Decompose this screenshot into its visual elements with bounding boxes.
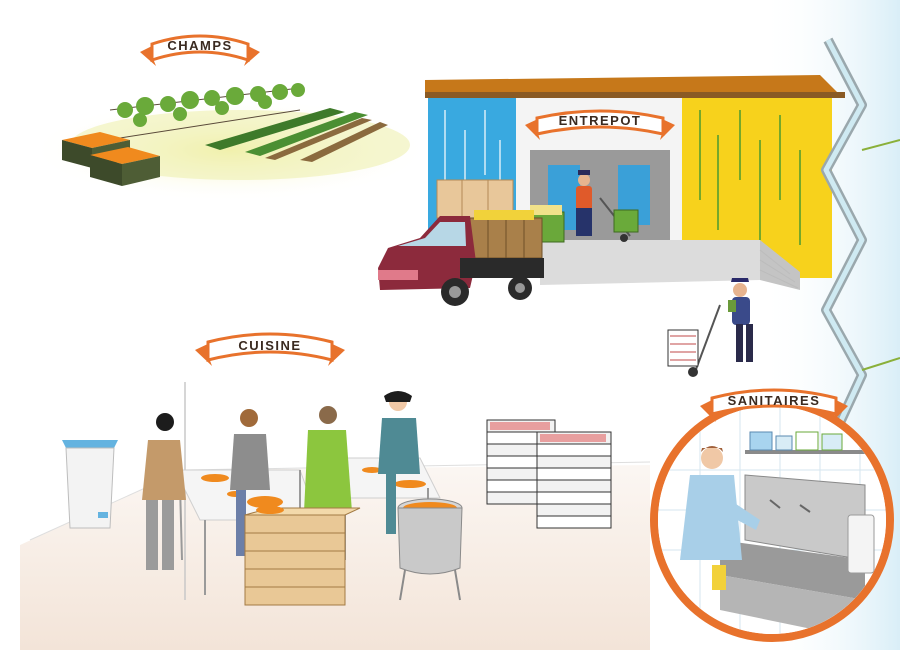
sanitaires-banner: SANITAIRES: [700, 388, 848, 422]
trash-bin-icon: [62, 440, 118, 529]
zigzag-divider: [821, 37, 900, 443]
cook-brown-coat: [142, 413, 186, 570]
cooking-pot-icon: [397, 498, 463, 601]
sanitaires-label: SANITAIRES: [728, 393, 821, 408]
champs-banner: CHAMPS: [140, 34, 260, 66]
carrot-crate-icon: [244, 506, 361, 606]
cuisine-banner: CUISINE: [195, 332, 345, 366]
cook-grey-sweater: [230, 409, 270, 556]
entrepot-label: ENTREPOT: [559, 113, 642, 128]
washroom-section: [650, 398, 894, 642]
box-stacks: [486, 419, 612, 529]
person-washing-hands: [680, 446, 760, 590]
warehouse-section: [425, 75, 845, 290]
delivery-worker: [667, 278, 753, 377]
soap-dispenser-icon: [847, 514, 875, 574]
champs-label: CHAMPS: [167, 38, 232, 53]
cook-teal-scrubs: [378, 391, 420, 534]
truck-icon: [378, 210, 544, 306]
crop-rows: [205, 108, 388, 162]
field-section: [30, 83, 430, 202]
carrot-crate-icon: [62, 132, 160, 186]
kitchen-section: [20, 380, 651, 650]
vine-plants: [117, 83, 305, 127]
hand-truck-icon: [667, 304, 721, 377]
entrepot-banner: ENTREPOT: [525, 109, 675, 140]
warehouse-worker: [576, 170, 639, 242]
hand-truck-icon: [599, 197, 639, 242]
cuisine-label: CUISINE: [238, 338, 301, 353]
